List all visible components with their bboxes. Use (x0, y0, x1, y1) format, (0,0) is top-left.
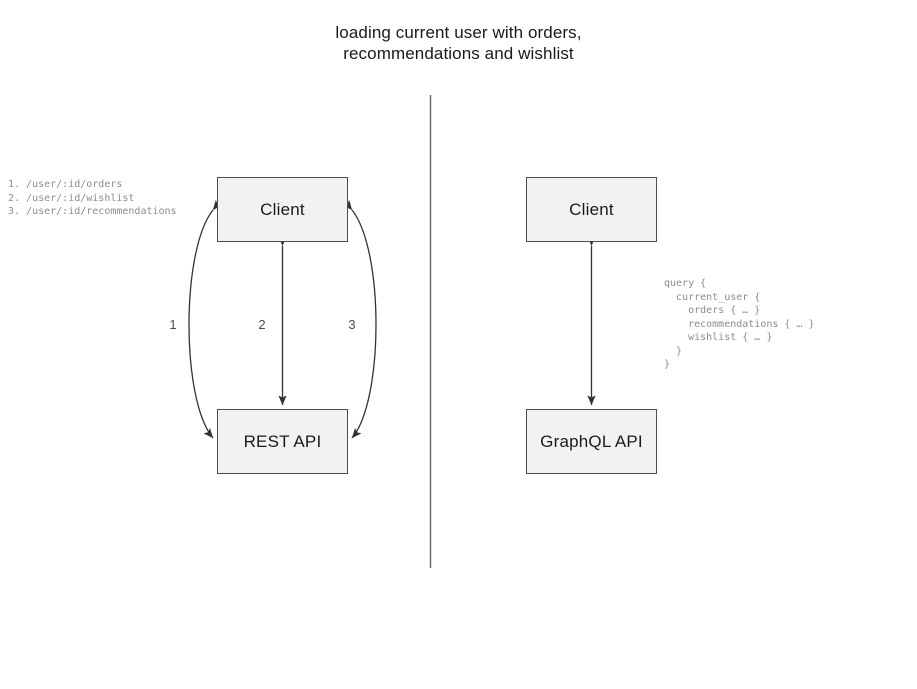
diagram-title: loading current user with orders, recomm… (335, 23, 582, 63)
edge-label-1: 1 (169, 317, 177, 332)
node-rest-api-label: REST API (243, 431, 322, 451)
edge-1-curve (188, 199, 223, 439)
rest-endpoint-list: 1. /user/:id/orders 2. /user/:id/wishlis… (8, 179, 177, 217)
edge-label-3: 3 (348, 317, 356, 332)
node-client-graphql[interactable]: Client (526, 177, 657, 242)
node-graphql-api-label: GraphQL API (540, 431, 643, 451)
node-client-rest-label: Client (260, 199, 305, 219)
edge-label-2: 2 (258, 317, 266, 332)
node-client-graphql-label: Client (569, 199, 614, 219)
node-rest-api[interactable]: REST API (217, 409, 348, 474)
node-client-rest[interactable]: Client (217, 177, 348, 242)
graphql-query-block: query { current_user { orders { … } reco… (664, 278, 815, 370)
node-graphql-api[interactable]: GraphQL API (526, 409, 657, 474)
